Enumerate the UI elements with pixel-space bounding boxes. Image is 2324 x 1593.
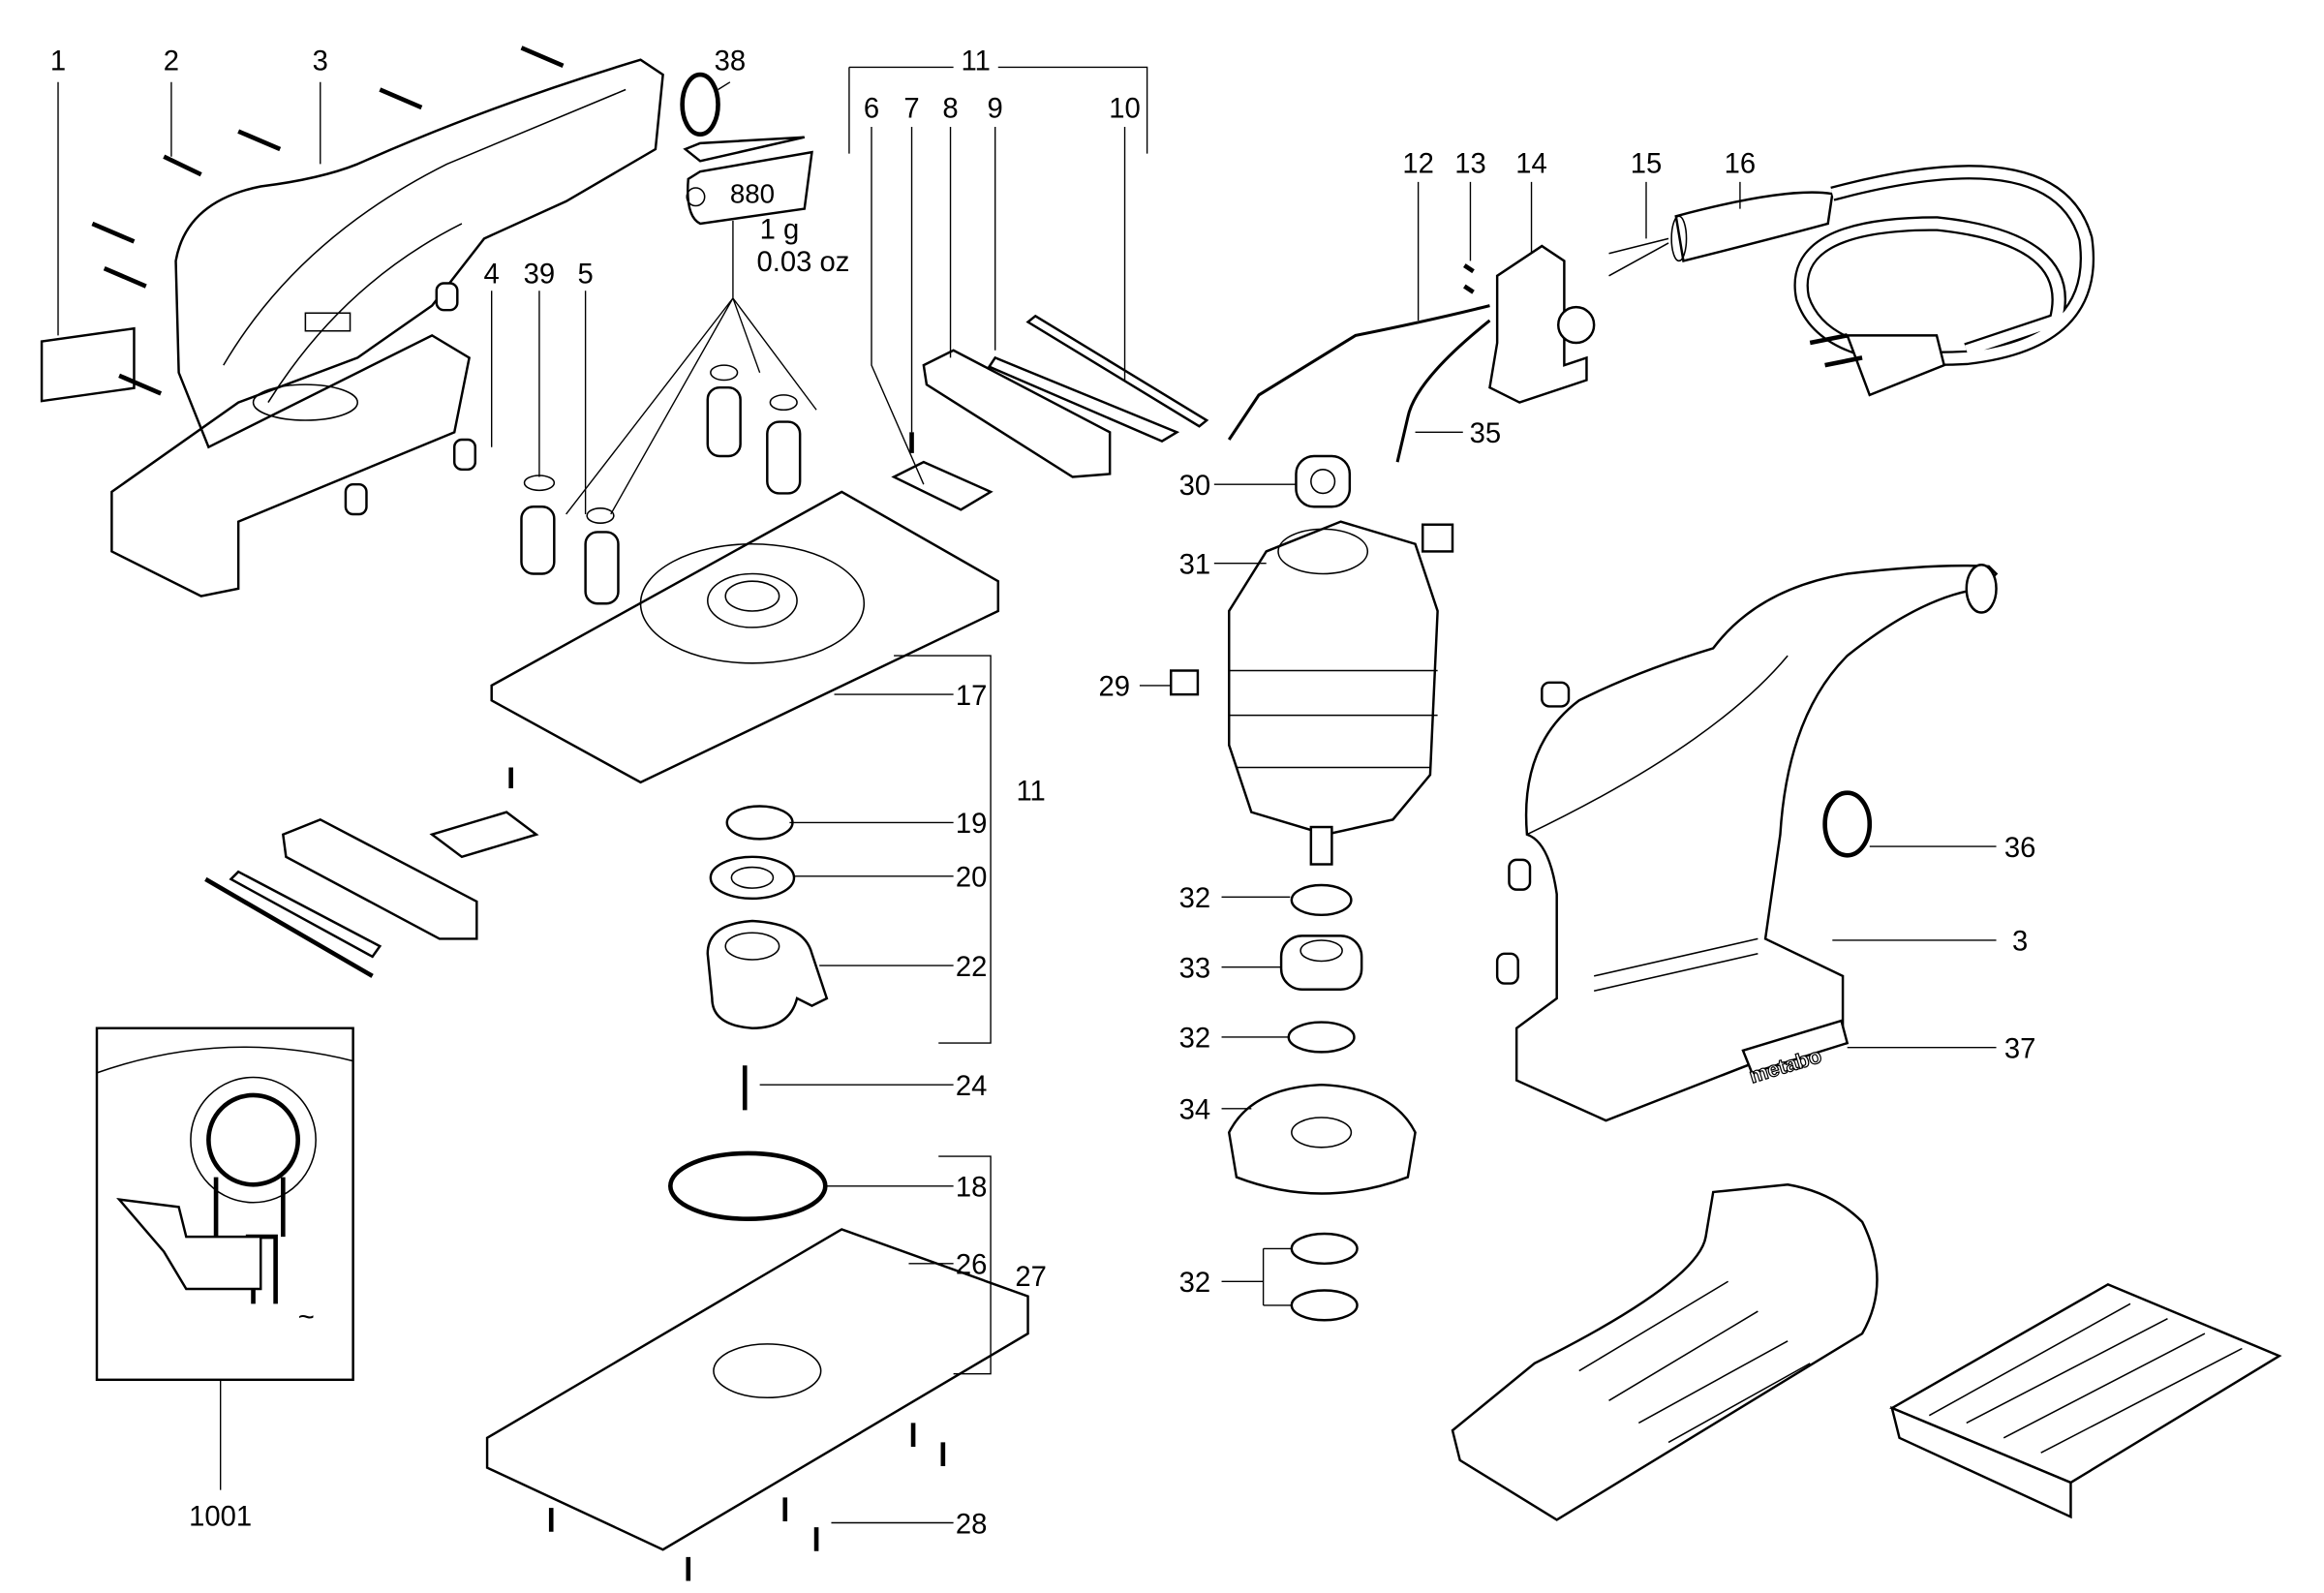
eccentric-bearing [706, 919, 829, 1029]
callout-27: 27 [1015, 1262, 1047, 1293]
callout-14: 14 [1515, 149, 1547, 180]
callout-3: 3 [313, 46, 328, 77]
callouts: 1 2 3 38 11 6 7 8 9 10 4 39 5 12 13 14 1… [50, 46, 2036, 1541]
callout-1: 1 [50, 46, 66, 77]
callout-6: 6 [864, 94, 879, 125]
callout-28: 28 [956, 1509, 988, 1540]
callout-39: 39 [524, 260, 556, 291]
callout-31: 31 [1179, 549, 1211, 580]
fan-34 [1227, 1083, 1417, 1195]
callout-38: 38 [715, 46, 747, 77]
callout-20: 20 [956, 863, 988, 894]
callout-29: 29 [1099, 672, 1131, 703]
washer-32d [1290, 1289, 1359, 1322]
callout-32: 32 [1179, 1024, 1211, 1055]
screws [91, 46, 565, 396]
assembled-sander: metabo [1514, 564, 1999, 1122]
sanding-pad [485, 1228, 1029, 1551]
callout-5: 5 [577, 260, 593, 291]
bushing [1541, 681, 1571, 708]
ball-bearing-33 [1279, 934, 1363, 991]
screws-13 [1463, 263, 1475, 294]
callout-17: 17 [956, 681, 988, 712]
callout-19: 19 [956, 809, 988, 840]
leader-lines [57, 66, 1997, 1524]
callout-32: 32 [1179, 1268, 1211, 1299]
grease-weight-oz: 0.03 oz [757, 247, 850, 278]
o-ring-large [668, 1150, 828, 1221]
callout-35: 35 [1470, 418, 1502, 449]
power-cord [1608, 165, 2095, 397]
base-plate [490, 490, 999, 784]
callout-7: 7 [903, 94, 919, 125]
switch-14 [1488, 244, 1596, 404]
callout-34: 34 [1179, 1095, 1211, 1126]
cable-12 [1227, 304, 1490, 441]
callout-22: 22 [956, 952, 988, 983]
washer-19 [725, 805, 794, 841]
callout-4: 4 [484, 260, 500, 291]
washer-32a [1290, 883, 1353, 917]
housing-half [110, 58, 664, 597]
callout-32: 32 [1179, 883, 1211, 914]
bushing [1495, 952, 1519, 985]
washer-20 [709, 855, 796, 901]
callout-13: 13 [1454, 149, 1486, 180]
grease-tube: 880 [686, 150, 813, 226]
callout-36: 36 [2004, 833, 2036, 864]
o-ring-36 [1822, 790, 1873, 858]
ball-bearing-30 [1295, 454, 1352, 508]
callout-24: 24 [956, 1071, 988, 1102]
callout-2: 2 [164, 46, 179, 77]
grease-tube-label: 880 [730, 178, 775, 208]
callout-12: 12 [1402, 149, 1434, 180]
clamp-assembly-lower [204, 767, 539, 978]
callout-26: 26 [956, 1250, 988, 1281]
pad-screws [548, 1423, 946, 1581]
washer-32c [1290, 1232, 1359, 1266]
callout-1001: 1001 [189, 1502, 252, 1533]
armature-31 [1228, 520, 1439, 866]
grease-weight-g: 1 g [760, 214, 800, 245]
callout-10: 10 [1109, 94, 1141, 125]
o-ring [680, 72, 720, 137]
callout-18: 18 [956, 1173, 988, 1204]
callout-9: 9 [988, 94, 1003, 125]
filter-cassette [1889, 1282, 2282, 1519]
callout-3b: 3 [2012, 927, 2028, 958]
callout-11: 11 [962, 46, 991, 77]
dust-duct [1451, 1183, 1879, 1521]
callout-30: 30 [1179, 471, 1211, 502]
wiring-schematic: ~ [95, 1026, 354, 1382]
bushings [344, 282, 802, 605]
callout-15: 15 [1631, 149, 1663, 180]
bushing [1508, 858, 1532, 891]
carbon-brush [1422, 523, 1454, 553]
callout-33: 33 [1179, 953, 1211, 984]
brush [683, 136, 806, 163]
label-sticker [40, 326, 136, 403]
clamp-assembly-top [891, 314, 1209, 511]
callout-8: 8 [942, 94, 958, 125]
cable-35 [1395, 319, 1491, 463]
ac-symbol: ~ [298, 1302, 315, 1333]
callout-16: 16 [1725, 149, 1757, 180]
callout-11b: 11 [1016, 776, 1045, 807]
washer-32b [1287, 1021, 1356, 1054]
carbon-brush-29 [1170, 669, 1200, 696]
callout-37: 37 [2004, 1034, 2036, 1065]
